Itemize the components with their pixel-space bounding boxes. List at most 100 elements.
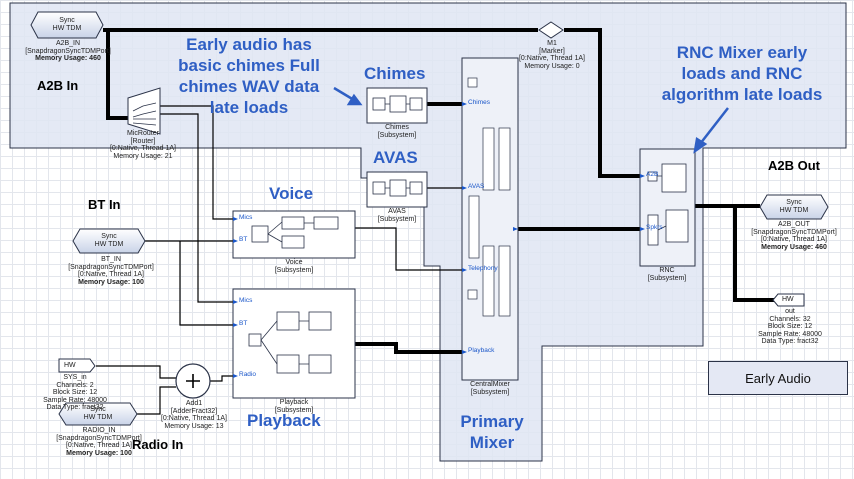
label-a2b-out: A2B Out	[768, 158, 820, 173]
playback-caption: Playback [Subsystem]	[254, 399, 334, 414]
annotation-line: late loads	[209, 98, 289, 117]
arrow-to-chimes	[333, 86, 355, 102]
caption-line: SYS_in	[63, 374, 87, 381]
early-audio-region	[9, 2, 847, 462]
wire-bt-to-playback	[179, 241, 233, 326]
caption-line: A2B_OUT	[778, 221, 810, 228]
label-radio-in: Radio In	[132, 437, 184, 452]
caption-line: Data Type: fract32	[761, 338, 819, 346]
caption-line: Voice	[285, 259, 303, 266]
mixer-pin-telephony: Telephony	[468, 265, 498, 272]
playback-pin-radio: Radio	[239, 371, 256, 378]
caption-line: [0:Native, Thread 1A]	[109, 145, 177, 153]
caption-line: Sample Rate: 48000	[758, 330, 822, 338]
out-caption: out Channels: 32 Block Size: 12 Sample R…	[754, 308, 826, 346]
sys-in-caption: SYS_in Channels: 2 Block Size: 12 Sample…	[40, 374, 110, 412]
annotation-rnc: RNC Mixer early loads and RNC algorithm …	[642, 42, 842, 105]
sys-in-source[interactable]	[58, 358, 96, 373]
wire-adder-to-playback	[210, 375, 233, 382]
caption-line: Sample Rate: 48000	[43, 396, 107, 404]
marker-caption: M1 [Marker] [0:Native, Thread 1A] Memory…	[512, 40, 592, 70]
wire-voice-to-mixer	[355, 227, 462, 271]
mic-router-caption: MicRouter [Router] [0:Native, Thread 1A]…	[96, 130, 190, 160]
annotation-line: Mixer	[469, 433, 515, 452]
caption-line: [SnapdragonSyncTDMPort]	[56, 434, 142, 442]
hex-line: Sync	[90, 406, 106, 413]
rnc-pin-spkrs: Spkrs	[646, 224, 663, 231]
mic-router-block[interactable]	[127, 87, 161, 135]
label-avas-heading: AVAS	[373, 148, 418, 167]
sys-in-tag: HW	[64, 362, 76, 369]
hex-line: Sync	[786, 199, 802, 206]
caption-line: Chimes	[385, 124, 409, 131]
annotation-line: basic chimes Full	[178, 56, 320, 75]
label-bt-in: BT In	[88, 197, 121, 212]
caption-line: [AdderFract32]	[170, 407, 218, 415]
bt-in-hex-label: Sync HW TDM	[80, 233, 138, 249]
caption-line: Playback	[279, 399, 309, 406]
caption-line: Add1	[185, 400, 203, 407]
caption-line: A2B_IN	[55, 40, 81, 47]
caption-line: [Subsystem]	[377, 215, 417, 223]
caption-line: Memory Usage: 0	[524, 62, 580, 70]
adder-caption: Add1 [AdderFract32] [0:Native, Thread 1A…	[150, 400, 238, 430]
playback-pin-bt: BT	[239, 320, 248, 327]
label-playback-heading: Playback	[247, 411, 321, 430]
mixer-pin-avas: AVAS	[468, 183, 485, 190]
out-sink[interactable]	[772, 293, 805, 307]
caption-memory: Memory Usage: 100	[66, 449, 132, 457]
hex-line: Sync	[101, 233, 117, 240]
a2b-out-hex[interactable]	[759, 194, 829, 220]
caption-line: [0:Native, Thread 1A]	[77, 271, 145, 279]
label-a2b-in: A2B In	[37, 78, 79, 93]
caption-line: BT_IN	[101, 256, 121, 263]
annotation-line: algorithm late loads	[661, 85, 823, 104]
caption-line: [0:Native, Thread 1A]	[160, 415, 228, 423]
caption-memory: Memory Usage: 100	[78, 278, 144, 286]
annotation-line: chimes WAV data	[178, 77, 320, 96]
voice-caption: Voice [Subsystem]	[254, 259, 334, 274]
caption-line: [0:Native, Thread 1A]	[760, 236, 828, 244]
wire-sys-to-adder	[96, 365, 176, 379]
rnc-pin-a2b: A2B	[646, 171, 659, 178]
radio-in-hex-label: Sync HW TDM	[66, 406, 130, 422]
voice-pin-mics: Mics	[239, 214, 253, 221]
caption-line: [Router]	[130, 137, 156, 145]
annotation-line: loads and RNC	[681, 64, 803, 83]
early-audio-legend-box: Early Audio	[708, 361, 848, 395]
caption-line: RNC	[659, 267, 675, 274]
wire-router-to-playback-mics	[160, 113, 233, 303]
a2b-in-hex[interactable]	[30, 11, 104, 39]
caption-line: [Subsystem]	[274, 406, 314, 414]
mixer-pin-playback: Playback	[468, 347, 495, 354]
caption-line: Memory Usage: 13	[164, 422, 224, 430]
caption-line: [SnapdragonSyncTDMPort]	[68, 263, 154, 271]
avas-caption: AVAS [Subsystem]	[367, 208, 427, 223]
radio-in-hex[interactable]	[58, 402, 138, 426]
caption-line: [0:Native, Thread 1A]	[65, 442, 133, 450]
label-primary-mixer: Primary Mixer	[455, 411, 529, 453]
annotation-line: Primary	[460, 412, 524, 431]
caption-line: M1	[547, 40, 557, 47]
caption-line: [Subsystem]	[274, 266, 314, 274]
wire-router-to-voice-mics	[160, 105, 233, 220]
hex-line: HW TDM	[94, 241, 124, 248]
playback-pin-mics: Mics	[239, 297, 253, 304]
mixer-pin-chimes: Chimes	[468, 99, 491, 106]
caption-memory: Memory Usage: 460	[761, 243, 827, 251]
bt-in-hex[interactable]	[72, 228, 146, 254]
wire-bus-to-router	[106, 30, 128, 120]
caption-memory: Memory Usage: 460	[35, 55, 101, 63]
marker-diamond[interactable]	[538, 21, 564, 39]
caption-line: [Subsystem]	[647, 274, 687, 282]
caption-line: [Subsystem]	[377, 131, 417, 139]
caption-line: [0:Native, Thread 1A]	[518, 55, 586, 63]
annotation-early-audio: Early audio has basic chimes Full chimes…	[166, 34, 332, 118]
central-mixer-caption: CentralMixer [Subsystem]	[450, 381, 530, 396]
wire-radio-to-adder	[137, 386, 176, 415]
label-chimes-heading: Chimes	[364, 64, 426, 83]
a2b-out-hex-label: Sync HW TDM	[767, 199, 821, 215]
caption-line: AVAS	[388, 208, 406, 215]
